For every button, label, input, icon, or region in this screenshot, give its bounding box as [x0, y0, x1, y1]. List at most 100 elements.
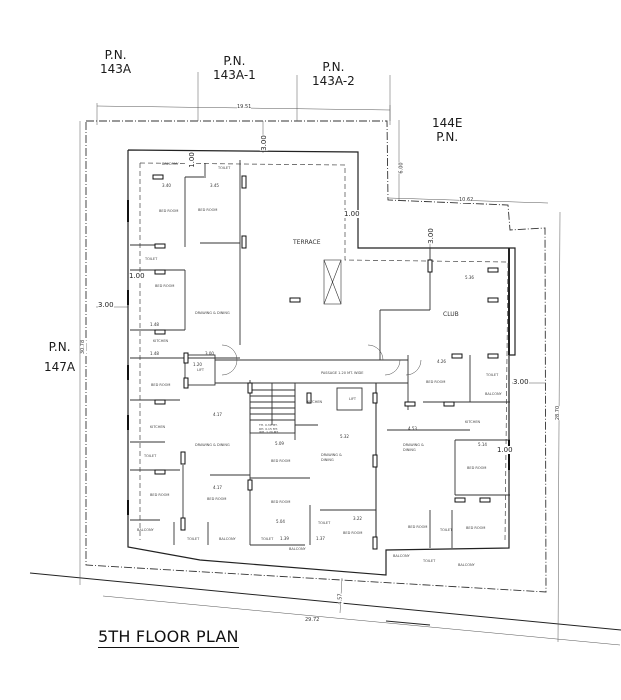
room-drawing-dining-3-line1: DRAWING &	[321, 453, 342, 457]
room-bed-room-3: BED ROOM	[155, 284, 175, 288]
room-bed-room-5: BED ROOM	[150, 493, 170, 497]
dim-room-345: 3.45	[210, 183, 219, 188]
dim-left: 30.78	[80, 339, 87, 355]
room-drawing-dining-3-line2: DINING	[321, 458, 334, 462]
door-swings	[221, 344, 422, 376]
room-bed-room-9: BED ROOM	[343, 531, 363, 535]
plot-label-143a-1: P.N. 143A-1	[213, 54, 256, 82]
dim-room-322: 3.22	[353, 516, 362, 521]
setback-right: 3.00	[513, 378, 529, 386]
dim-room-417-a: 4.17	[213, 412, 222, 417]
windows	[152, 174, 499, 550]
room-toilet-8: TOILET	[440, 528, 453, 532]
room-bed-room-1: BED ROOM	[159, 209, 179, 213]
plot-label-143a: P.N. 143A	[100, 48, 131, 76]
dim-room-426: 4.26	[437, 359, 446, 364]
setback-right-inner: 1.00	[497, 446, 513, 454]
setback-line	[139, 162, 509, 541]
room-lift-2: LIFT	[349, 397, 357, 401]
plot-label-144e: 144E P.N.	[432, 116, 463, 144]
room-club: CLUB	[443, 311, 459, 318]
plot-label-line: 143A-2	[312, 74, 355, 88]
room-drawing-dining-1: DRAWING & DINING	[195, 311, 230, 315]
room-balcony-2: BALCONY	[137, 528, 154, 532]
dim-step-horizontal: 10.62	[459, 197, 474, 203]
plot-label-line: 143A-1	[213, 68, 256, 82]
site-boundary-line	[29, 572, 621, 631]
room-bed-room-11: BED ROOM	[467, 466, 487, 470]
plot-label-line: P.N.	[48, 340, 71, 354]
dim-room-148-a: 1.48	[150, 322, 159, 327]
plot-label-line: P.N.	[104, 48, 127, 62]
room-bed-room-8: BED ROOM	[271, 500, 291, 504]
dim-room-340-a: 3.40	[162, 183, 171, 188]
room-balcony-1: BALCONY	[162, 162, 179, 166]
room-bed-room-4: BED ROOM	[151, 383, 171, 387]
dim-room-514: 5.14	[478, 442, 487, 447]
setback-inner-top-left: 1.00	[187, 152, 196, 168]
room-balcony-4: BALCONY	[289, 547, 306, 551]
room-bed-room-10: BED ROOM	[426, 380, 446, 384]
dimension-lines	[79, 72, 621, 646]
dim-room-417-b: 4.17	[213, 485, 222, 490]
plot-label-line: 143A	[100, 62, 132, 76]
dim-room-137: 1.37	[316, 536, 325, 541]
stair-note: TH. 0.30 MT. RH. 0.15 MT. WH. 1.20 MT.	[259, 423, 279, 435]
plot-label-line: P.N.	[436, 130, 459, 144]
setback-terrace-inner: 1.00	[344, 210, 360, 218]
plot-label-line: 147A	[44, 360, 76, 374]
room-kitchen-1: KITCHEN	[153, 339, 169, 343]
room-kitchen-3: KITCHEN	[307, 400, 323, 404]
room-lift-1: LIFT	[197, 368, 205, 372]
dim-top: 19.51	[237, 104, 252, 110]
room-drawing-dining-2: DRAWING & DINING	[195, 443, 230, 447]
glazing-segments	[127, 200, 510, 515]
plot-label-line: P.N.	[322, 60, 345, 74]
plot-label-line: P.N.	[223, 54, 246, 68]
room-bed-room-7: BED ROOM	[271, 459, 291, 463]
room-balcony-5: BALCONY	[485, 392, 502, 396]
dim-bottom-offset: 4.57	[337, 593, 344, 605]
room-toilet-7: TOILET	[486, 373, 499, 377]
room-toilet-6: TOILET	[261, 537, 274, 541]
room-passage: PASSAGE 1.20 MT. WIDE	[321, 371, 364, 375]
dim-room-148-b: 1.48	[150, 351, 159, 356]
room-balcony-7: BALCONY	[458, 563, 475, 567]
skylight	[323, 259, 342, 305]
stair-note-line: WH. 1.20 MT.	[259, 430, 279, 434]
room-toilet-1: TOILET	[218, 166, 231, 170]
room-bed-room-6: BED ROOM	[207, 497, 227, 501]
room-bed-room-13: BED ROOM	[466, 526, 486, 530]
room-kitchen-4: KITCHEN	[465, 420, 481, 424]
dim-room-300: 3.00	[205, 351, 214, 356]
setback-step: 3.00	[426, 228, 435, 244]
dim-room-509: 5.09	[275, 441, 284, 446]
stair-note-line: TH. 0.30 MT.	[259, 423, 278, 427]
dim-bottom: 29.72	[305, 617, 320, 623]
drawing-title: 5TH FLOOR PLAN	[98, 627, 239, 648]
room-toilet-3: TOILET	[144, 454, 157, 458]
interior-walls	[130, 160, 510, 548]
dim-right: 28.70	[555, 405, 562, 421]
dim-room-532: 5.32	[340, 434, 349, 439]
plot-boundary	[85, 120, 547, 593]
room-bed-room-2: BED ROOM	[198, 208, 218, 212]
room-terrace: TERRACE	[293, 239, 321, 246]
dim-room-120: 1.20	[193, 362, 202, 367]
dim-step-vertical: 6.00	[398, 162, 405, 174]
room-toilet-2: TOILET	[145, 257, 158, 261]
setback-inner-left: 1.00	[129, 272, 145, 280]
setback-top: 3.00	[259, 135, 268, 151]
plot-label-147a: P.N. 147A	[44, 337, 75, 377]
plot-label-143a-2: P.N. 143A-2	[312, 60, 355, 88]
room-toilet-4: TOILET	[187, 537, 200, 541]
dim-room-453: 4.53	[408, 426, 417, 431]
room-balcony-6: BALCONY	[393, 554, 410, 558]
room-balcony-3: BALCONY	[219, 537, 236, 541]
dim-room-536: 5.36	[465, 275, 474, 280]
room-drawing-dining-4-line1: DRAWING &	[403, 443, 424, 447]
setback-left: 3.00	[98, 301, 114, 309]
stair-note-line: RH. 0.15 MT.	[259, 426, 278, 431]
room-bed-room-12: BED ROOM	[408, 525, 428, 529]
